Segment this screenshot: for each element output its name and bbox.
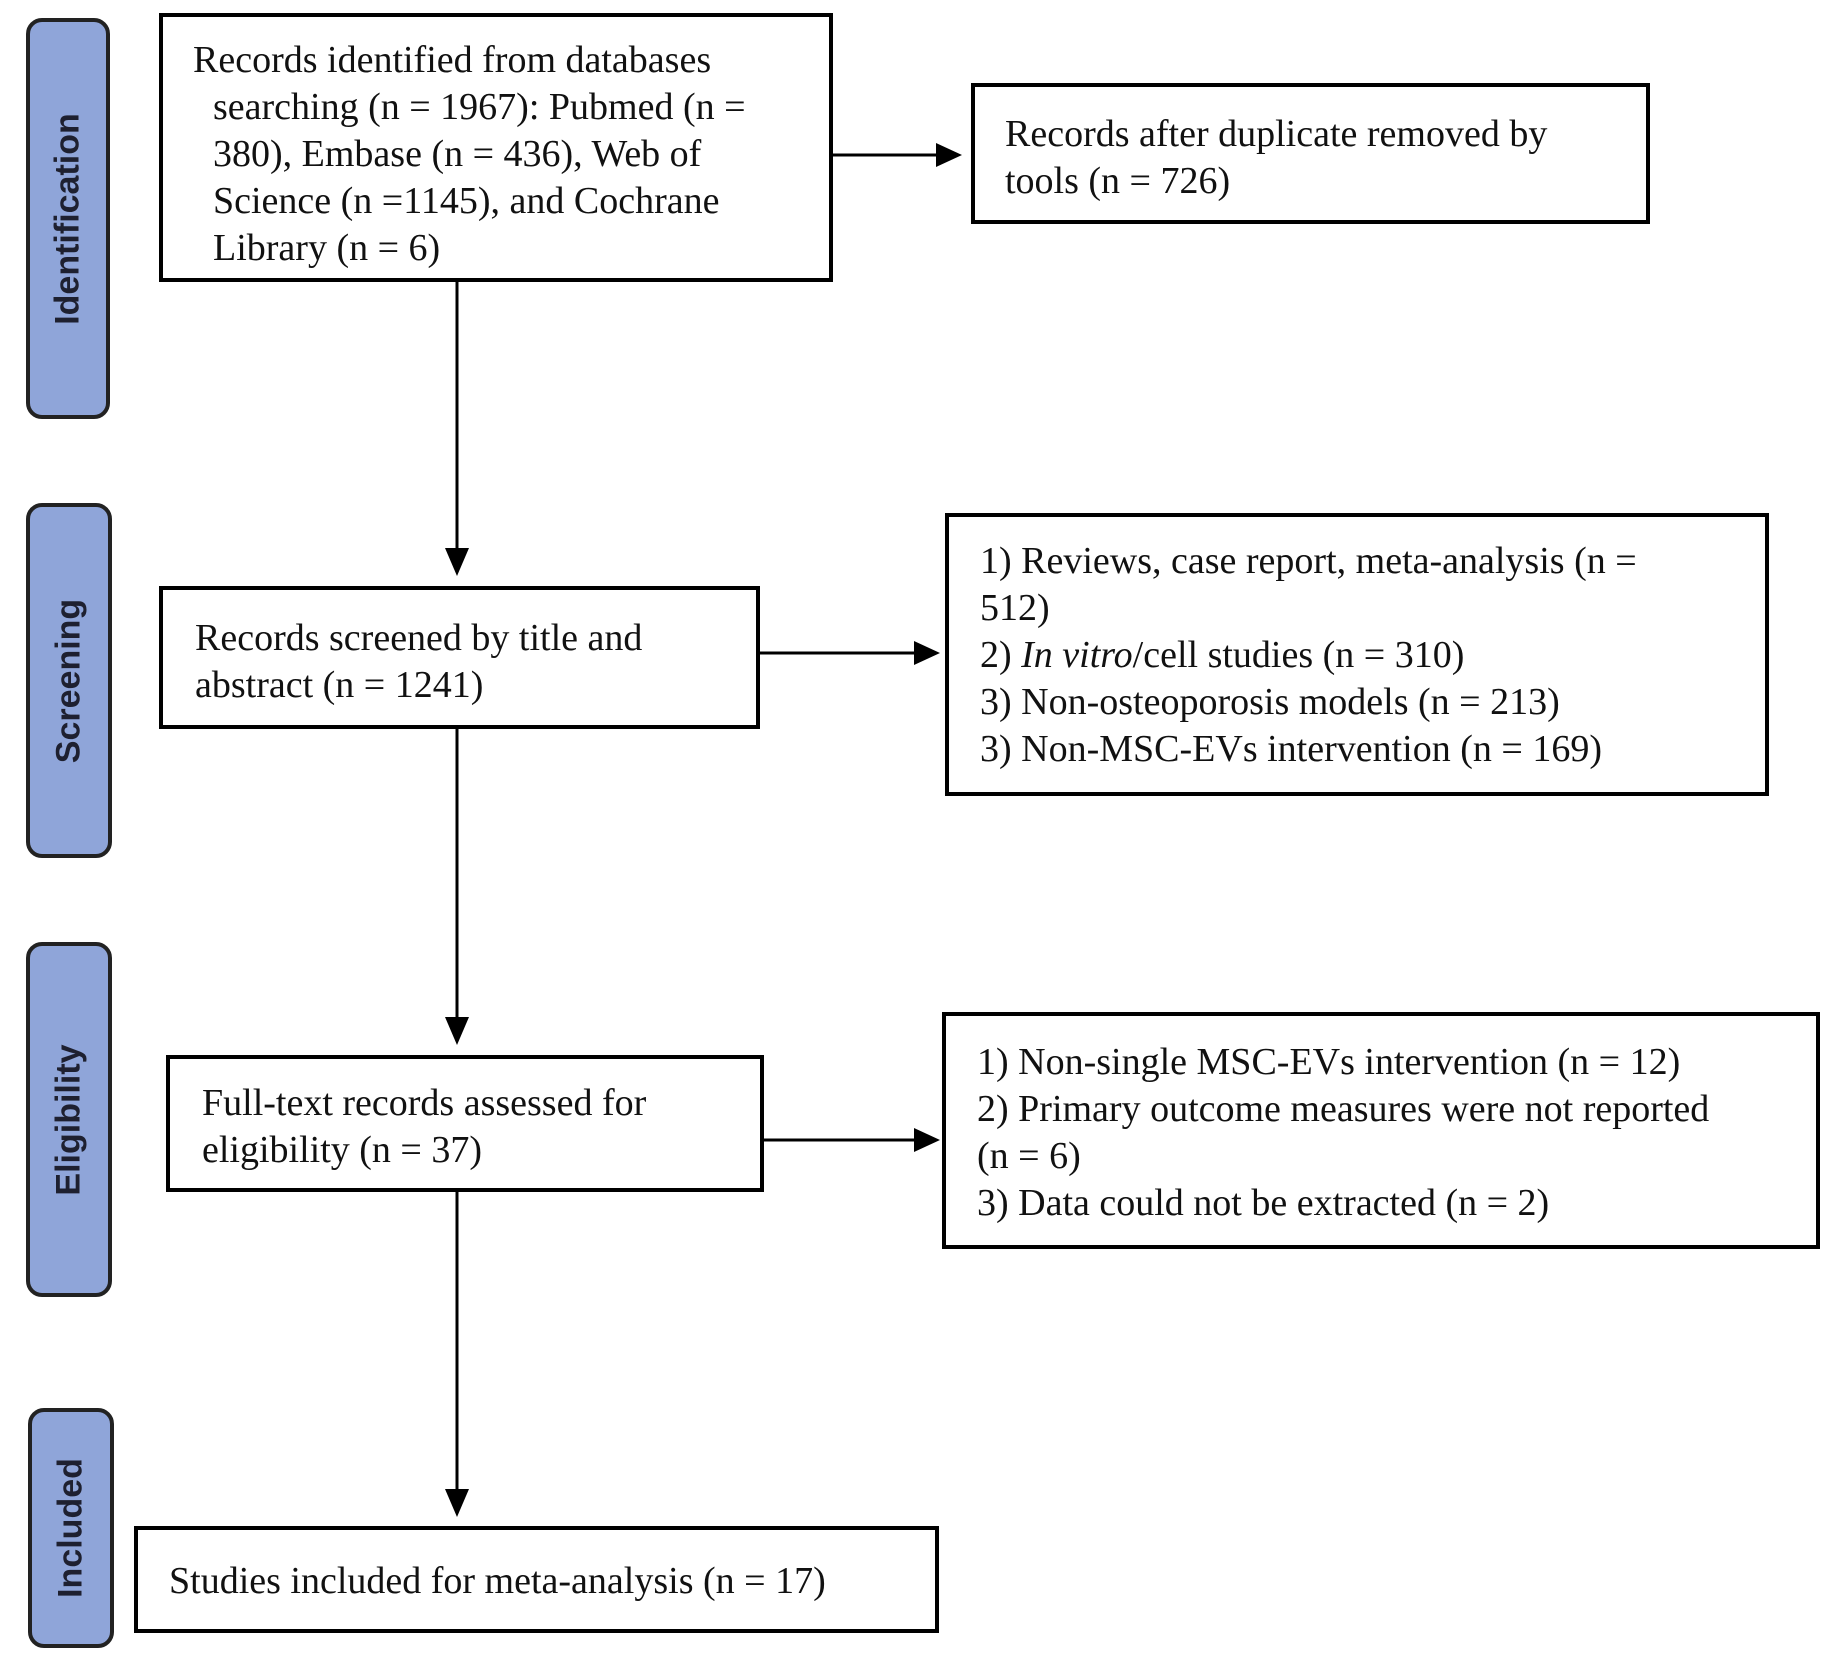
phase-screening: Screening xyxy=(26,503,112,858)
exclusion-reason: 3) Non-osteoporosis models (n = 213) xyxy=(980,681,1560,723)
duplicates-removed-line: Records after duplicate removed by xyxy=(1005,113,1548,155)
arrowhead-right-2 xyxy=(914,641,940,665)
duplicates-removed-line: tools (n = 726) xyxy=(1005,160,1231,202)
exclusion-reason: 2) Primary outcome measures were not rep… xyxy=(977,1088,1710,1130)
phase-eligibility: Eligibility xyxy=(26,942,112,1297)
records-screened-box: Records screened by title and abstract (… xyxy=(159,586,760,729)
exclusion-reason: 1) Non-single MSC-EVs intervention (n = … xyxy=(977,1041,1681,1083)
exclusion-reason: 2) In vitro/cell studies (n = 310) xyxy=(980,632,1755,679)
studies-included-box: Studies included for meta-analysis (n = … xyxy=(134,1526,939,1633)
arrowhead-right-3 xyxy=(914,1128,940,1152)
records-screened-line: Records screened by title and xyxy=(195,617,643,659)
records-identified-line: Science (n =1145), and Cochrane xyxy=(213,180,720,222)
duplicates-removed-box: Records after duplicate removed by tools… xyxy=(971,83,1650,224)
exclusion-reason-rest: /cell studies (n = 310) xyxy=(1132,634,1465,676)
fulltext-assessed-line: Full-text records assessed for xyxy=(202,1082,647,1124)
phase-identification: Identification xyxy=(26,18,110,419)
records-identified-line: 380), Embase (n = 436), Web of xyxy=(213,133,702,175)
records-identified-box: Records identified from databases search… xyxy=(159,13,833,282)
exclusion-reason: 3) Non-MSC-EVs intervention (n = 169) xyxy=(980,728,1602,770)
arrowhead-down-2 xyxy=(445,1017,469,1045)
exclusion-reason: 3) Data could not be extracted (n = 2) xyxy=(977,1182,1550,1224)
arrowhead-right-1 xyxy=(936,143,962,167)
arrowhead-down-1 xyxy=(445,548,469,576)
exclusion-reason: 512) xyxy=(980,587,1050,629)
exclusion-reason-prefix: 2) xyxy=(980,634,1022,676)
fulltext-assessed-box: Full-text records assessed for eligibili… xyxy=(166,1055,764,1192)
phase-included: Included xyxy=(28,1408,114,1648)
records-identified-line: searching (n = 1967): Pubmed (n = xyxy=(213,86,746,128)
records-identified-line: Library (n = 6) xyxy=(213,227,441,269)
records-identified-line: Records identified from databases xyxy=(193,39,712,81)
fulltext-assessed-line: eligibility (n = 37) xyxy=(202,1129,483,1171)
studies-included-text: Studies included for meta-analysis (n = … xyxy=(169,1560,826,1602)
screening-exclusions-box: 1) Reviews, case report, meta-analysis (… xyxy=(945,513,1769,796)
exclusion-reason: 1) Reviews, case report, meta-analysis (… xyxy=(980,540,1637,582)
exclusion-reason: (n = 6) xyxy=(977,1135,1081,1177)
exclusion-reason-italic: In vitro xyxy=(1021,634,1133,676)
fulltext-exclusions-box: 1) Non-single MSC-EVs intervention (n = … xyxy=(942,1012,1820,1249)
records-screened-line: abstract (n = 1241) xyxy=(195,664,484,706)
arrowhead-down-3 xyxy=(445,1489,469,1517)
